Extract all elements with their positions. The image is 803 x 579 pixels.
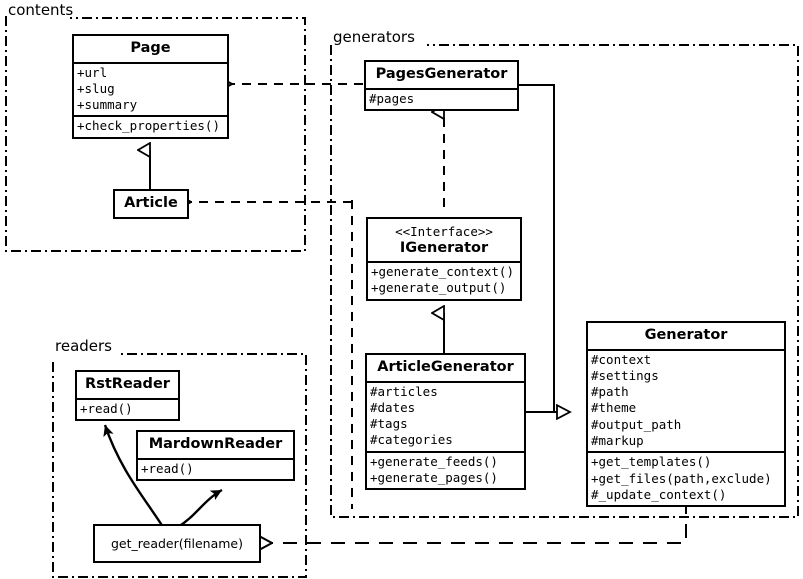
class-attributes-page: +url +slug +summary — [74, 61, 227, 116]
operation-row: +read() — [80, 400, 133, 416]
class-operations-igenerator: +generate_context() +generate_output() — [368, 261, 520, 299]
operation-row: +check_properties() — [77, 118, 220, 134]
class-attributes-pagesgenerator: #pages — [366, 87, 517, 109]
relation-getreader-creates-mardownreader — [177, 488, 223, 529]
operation-row: +get_templates() — [591, 454, 712, 470]
operation-row: +generate_output() — [371, 280, 507, 296]
class-box-articlegenerator[interactable]: ArticleGenerator #articles #dates #tags … — [365, 353, 526, 491]
function-label-get-reader: get_reader(filename) — [111, 536, 243, 551]
attribute-row: #dates — [370, 399, 416, 415]
class-name-page: Page — [130, 40, 171, 56]
class-operations-articlegenerator: +generate_feeds() +generate_pages() — [367, 450, 524, 489]
package-label-contents: contents — [8, 1, 74, 19]
class-name-text-igenerator: IGenerator — [399, 239, 489, 256]
class-operations-page: +check_properties() — [74, 115, 227, 136]
class-box-mardownreader[interactable]: MardownReader +read() — [136, 430, 295, 481]
attribute-row: +slug — [77, 80, 115, 96]
attribute-row: #path — [591, 384, 629, 400]
attribute-row: #theme — [591, 400, 637, 416]
class-box-article[interactable]: Article — [113, 189, 189, 219]
class-operations-generator: +get_templates() +get_files(path,exclude… — [588, 451, 784, 505]
class-operations-mardownreader: +read() — [138, 457, 293, 479]
class-box-generator[interactable]: Generator #context #settings #path #them… — [586, 321, 786, 508]
package-label-readers: readers — [55, 337, 112, 355]
class-name-article: Article — [124, 195, 178, 211]
attribute-row: +url — [77, 64, 108, 80]
attribute-row: #tags — [370, 416, 408, 432]
function-box-get-reader[interactable]: get_reader(filename) — [93, 524, 261, 563]
relation-pagesgenerator-inherits-generator — [519, 84, 570, 412]
attribute-row: #articles — [370, 383, 438, 399]
class-stereotype-igenerator: <<Interface>> — [395, 224, 493, 239]
package-label-generators: generators — [333, 28, 415, 46]
class-attributes-articlegenerator: #articles #dates #tags #categories — [367, 380, 524, 451]
class-operations-rstreader: +read() — [77, 397, 178, 419]
class-box-pagesgenerator[interactable]: PagesGenerator #pages — [364, 60, 519, 111]
operation-row: +generate_feeds() — [370, 453, 498, 469]
attribute-row: #settings — [591, 367, 659, 383]
class-box-rstreader[interactable]: RstReader +read() — [75, 370, 180, 421]
class-name-mardownreader: MardownReader — [148, 436, 283, 452]
attribute-row: #pages — [369, 90, 415, 106]
attribute-row: #context — [591, 351, 652, 367]
class-box-igenerator[interactable]: <<Interface>> IGenerator +generate_conte… — [366, 217, 522, 301]
operation-row: +generate_context() — [371, 264, 514, 280]
operation-row: +generate_pages() — [370, 469, 498, 485]
operation-row: +get_files(path,exclude) — [591, 470, 772, 486]
class-name-pagesgenerator: PagesGenerator — [375, 66, 508, 82]
attribute-row: #markup — [591, 432, 644, 448]
class-name-igenerator: <<Interface>> IGenerator — [368, 219, 520, 261]
operation-row: #_update_context() — [591, 486, 727, 502]
class-name-articlegenerator: ArticleGenerator — [377, 359, 514, 375]
operation-row: +read() — [141, 460, 194, 476]
attribute-row: +summary — [77, 97, 138, 113]
class-name-rstreader: RstReader — [85, 376, 170, 392]
class-attributes-generator: #context #settings #path #theme #output_… — [588, 348, 784, 452]
attribute-row: #categories — [370, 432, 453, 448]
class-box-page[interactable]: Page +url +slug +summary +check_properti… — [72, 34, 229, 139]
class-name-generator: Generator — [644, 327, 728, 343]
attribute-row: #output_path — [591, 416, 682, 432]
